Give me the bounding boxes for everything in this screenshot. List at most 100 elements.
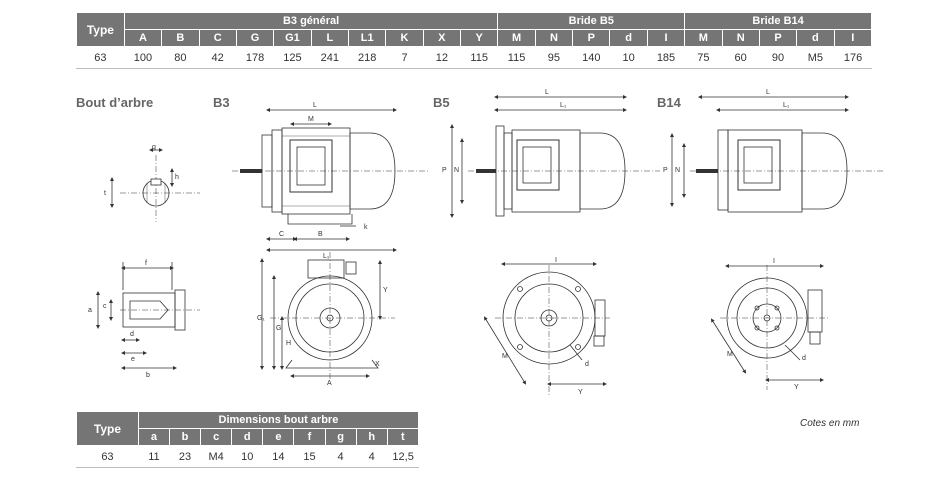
column-header: e [262,428,295,446]
table-cell: M4 [200,445,232,468]
b5-label-L1: L₁ [560,102,567,109]
column-header: d [796,29,835,47]
column-header: G1 [273,29,312,47]
column-header: f [293,428,326,446]
b3-label-G1: G₁ [257,315,265,322]
b5-label-P: P [442,167,447,174]
table-cell: 7 [385,46,424,69]
table-cell: 115 [497,46,536,69]
column-header: g [324,428,357,446]
shaft-side-view [96,262,200,370]
dim-label-e: e [131,356,135,363]
b14-caption: B14 [657,95,681,110]
column-header: L1 [347,29,387,47]
b3-label-A: A [327,380,332,387]
table-row: 63 11 23 M4 10 14 15 4 4 12,5 [76,445,419,468]
b5-label-L: L [545,89,549,96]
table-cell: 12 [422,46,461,69]
column-header: P [758,29,798,47]
b3-label-Y: Y [383,287,388,294]
b3-label-X: X [375,361,380,368]
b5-side-view [450,95,660,218]
table-cell: 14 [262,445,294,468]
b3-label-M: M [308,116,314,123]
b3-label-L1: L₁ [323,253,330,260]
table-cell: 178 [235,46,274,69]
b5-label-d: d [585,361,589,368]
column-header: h [355,428,388,446]
table-cell: 218 [347,46,386,69]
b14-side-view [670,95,885,213]
b14-label-L: L [766,89,770,96]
table-cell: 4 [355,445,388,468]
b3-label-L: L [313,102,317,109]
column-header: L [310,29,350,47]
b3-caption: B3 [213,95,230,110]
column-header: d [231,428,264,446]
b5-label-Y: Y [578,389,583,396]
motor-dimensions-table: Type B3 général Bride B5 Bride B14 A B C… [76,12,873,69]
b14-label-Y: Y [794,384,799,391]
type-cell: 63 [76,445,139,468]
table-cell: 115 [459,46,498,69]
b5-label-N: N [454,167,459,174]
dim-label-a: a [88,307,92,314]
b14-label-L1: L₁ [783,102,790,109]
type-header: Type [76,12,125,47]
b5-front-view [483,262,610,395]
type-cell: 63 [76,46,125,69]
b14-label-I: I [773,258,775,265]
table-cell: 10 [609,46,648,69]
column-header: I [833,29,873,47]
group-header-shaft: Dimensions bout arbre [137,411,420,429]
b14-label-N: N [675,167,680,174]
b3-label-C: C [279,231,284,238]
table-cell: 80 [161,46,199,69]
table-cell: 60 [721,46,760,69]
b3-front-view [260,252,395,380]
table-row: 63 100 80 42 178 125 241 218 7 12 115 11… [76,46,872,69]
column-header: Y [459,29,499,47]
b14-front-view [710,264,830,390]
dim-label-d: d [130,331,134,338]
shaft-cross-section [110,148,200,222]
column-header: c [200,428,233,446]
column-header: M [497,29,536,47]
table-cell: 11 [137,445,170,468]
b14-label-M: M [727,351,733,358]
column-header: G [235,29,275,47]
shaft-dimensions-table: Type Dimensions bout arbre a b c d e f g… [76,411,420,468]
shaft-end-caption: Bout d’arbre [76,95,154,110]
column-header: a [137,428,170,446]
table-cell: 12,5 [386,445,419,468]
b5-label-I: I [555,257,557,264]
column-header: I [646,29,686,47]
column-header: b [168,428,202,446]
column-header: A [123,29,163,47]
group-header-b5: Bride B5 [497,12,686,30]
table-cell: 90 [758,46,797,69]
b3-label-G: G [276,325,281,332]
dim-label-t: t [104,190,106,197]
column-header: M [684,29,723,47]
type-header: Type [76,411,139,446]
dim-label-b: b [146,372,150,379]
column-header: N [721,29,760,47]
table-cell: 42 [198,46,237,69]
dim-label-f: f [145,260,147,267]
column-header: N [534,29,574,47]
group-header-b3: B3 général [123,12,499,30]
column-header: P [572,29,611,47]
table-cell: 176 [833,46,872,69]
table-cell: 10 [231,445,263,468]
b3-label-H: H [286,340,291,347]
column-header: t [386,428,420,446]
column-header-row: a b c d e f g h t [77,428,420,446]
table-cell: 125 [273,46,312,69]
table-cell: 100 [123,46,162,69]
column-header: B [161,29,200,47]
table-cell: 185 [646,46,685,69]
dim-label-h: h [175,174,179,181]
table-cell: 15 [293,445,326,468]
